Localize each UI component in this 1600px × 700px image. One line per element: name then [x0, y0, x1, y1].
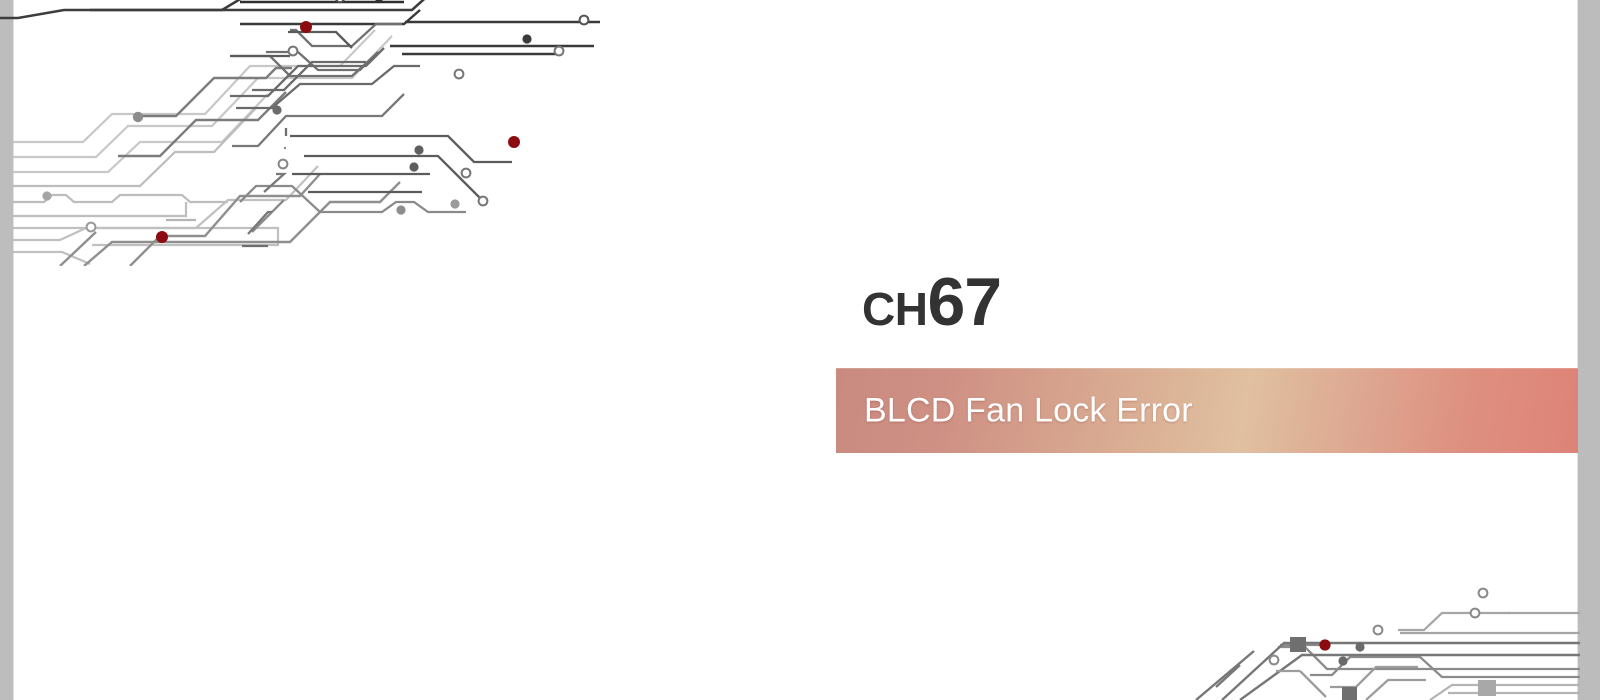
- circuit-pad-square: [1290, 637, 1306, 652]
- page-left-hairline: [13, 0, 14, 700]
- circuit-node-red: [508, 136, 520, 148]
- error-title-text: BLCD Fan Lock Error: [864, 391, 1193, 429]
- page-title-prefix: CH: [862, 283, 928, 335]
- page-left-gutter: [0, 0, 13, 700]
- circuit-node-red: [300, 21, 312, 33]
- circuit-nodes: [42, 0, 590, 243]
- circuit-node-dark: [272, 105, 282, 115]
- page-right-hairline: [1577, 0, 1578, 700]
- error-title-banner: BLCD Fan Lock Error: [836, 368, 1578, 453]
- circuit-node-hollow: [1477, 587, 1489, 599]
- circuit-node-hollow: [85, 221, 97, 233]
- circuit-board-traces-top-left: [0, 0, 600, 266]
- circuit-node-dark: [1338, 656, 1348, 666]
- page-title: CH67: [862, 268, 1002, 336]
- circuit-node-dark: [409, 162, 419, 172]
- circuit-node-dark: [522, 34, 532, 44]
- circuit-node-hollow: [1469, 607, 1481, 619]
- circuit-node-gray: [132, 111, 144, 123]
- circuit-board-traces-bottom-right: [1195, 587, 1580, 700]
- circuit-node-hollow: [1268, 654, 1280, 666]
- circuit-node-hollow: [287, 45, 299, 57]
- circuit-node-dark: [1355, 642, 1365, 652]
- circuit-node-red: [1319, 639, 1331, 651]
- circuit-node-hollow: [277, 158, 289, 170]
- page-right-gutter: [1578, 0, 1600, 700]
- circuit-node-gray: [450, 199, 460, 209]
- circuit-node-hollow: [460, 167, 472, 179]
- circuit-node-hollow: [477, 195, 489, 207]
- circuit-node-dark: [375, 0, 383, 3]
- circuit-node-hollow: [453, 68, 465, 80]
- page-title-number: 67: [927, 264, 1002, 340]
- circuit-node-gray: [396, 205, 406, 215]
- circuit-node-red: [156, 231, 168, 243]
- circuit-node-hollow: [335, 0, 345, 4]
- circuit-node-hollow: [578, 14, 590, 26]
- circuit-node-dark: [414, 145, 424, 155]
- circuit-pad-square: [1342, 687, 1357, 700]
- circuit-node-gray: [42, 191, 52, 201]
- circuit-node-hollow: [1372, 624, 1384, 636]
- circuit-node-hollow: [553, 45, 565, 57]
- circuit-pad-square: [1478, 680, 1496, 696]
